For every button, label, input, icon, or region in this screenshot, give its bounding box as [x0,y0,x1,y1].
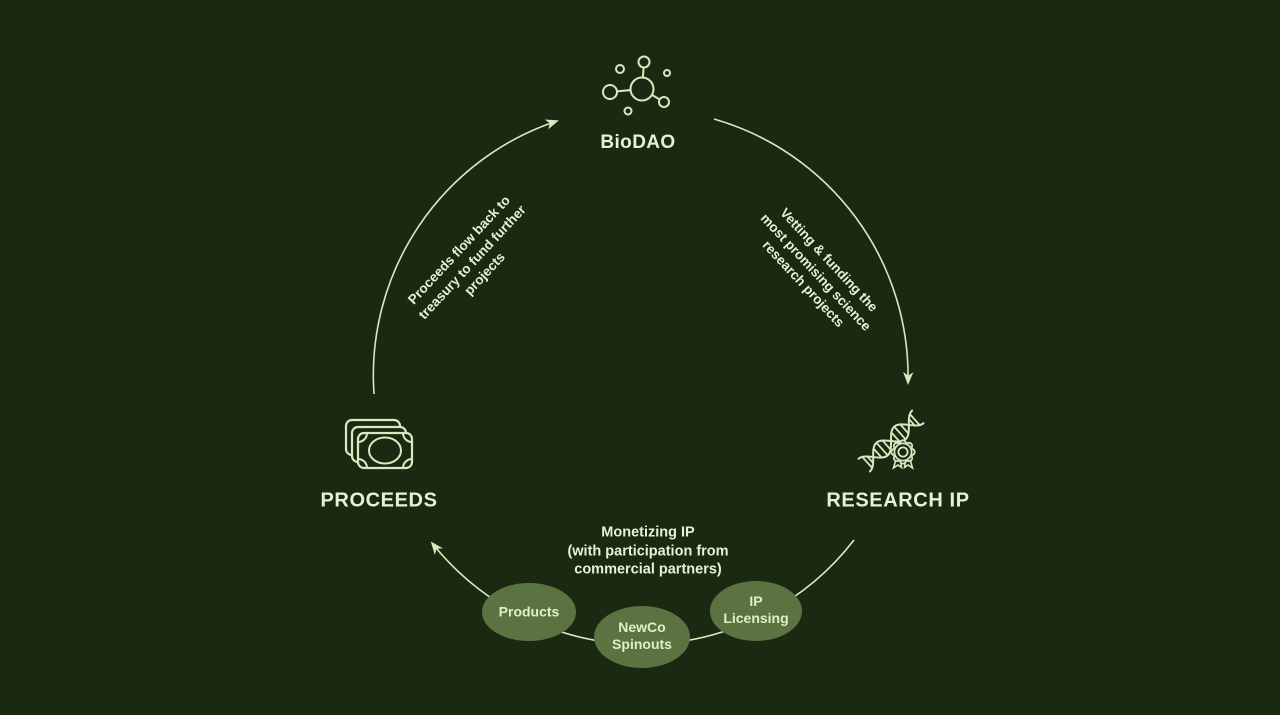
newco-spinouts-bubble-label: NewCo Spinouts [612,619,672,653]
banknotes-icon [344,418,414,470]
annotation-line: commercial partners) [574,561,722,578]
banknote-corner [402,432,413,443]
banknote-oval [368,436,402,465]
arc-proceeds-to-biodao [372,119,559,395]
rosette-ring [893,442,913,462]
banknote-front [356,431,414,470]
products-bubble [482,583,576,641]
award-rosette [890,439,916,470]
molecule-atom [663,69,671,77]
arc-biodao-to-research-ip [713,118,914,385]
annotation-line: Monetizing IP [601,524,695,541]
dna-rungs [861,413,921,469]
research-ip-label: RESEARCH IP [826,489,970,512]
ip-licensing-bubble [710,581,802,641]
bubble-line: Spinouts [612,636,672,652]
newco-spinouts-bubble [594,606,690,668]
banknote-corner [402,458,413,469]
rosette-core [897,446,909,458]
molecule-center-atom [629,76,655,102]
monetizing-ip-annotation: Monetizing IP (with participation from c… [567,523,728,579]
bubble-line: NewCo [618,619,666,635]
annotation-line: (with participation from [567,542,729,559]
products-bubble-label: Products [499,604,560,621]
ip-licensing-bubble-label: IP Licensing [723,593,788,627]
bubble-line: Products [498,603,560,620]
molecule-icon [602,55,671,116]
molecule-atom [637,55,651,69]
molecule-atom [623,106,633,116]
banknote-corner [357,458,368,469]
dna-strand [857,422,925,460]
dna-helix [857,409,925,473]
molecule-atom [602,84,618,100]
dna-award-icon [857,409,925,473]
bubble-line: IP [749,593,763,609]
molecule-atom [658,96,670,108]
proceeds-label: PROCEEDS [320,489,438,512]
banknote-corner [357,432,368,443]
bubble-line: Licensing [723,610,789,626]
biodao-label: BioDAO [600,132,676,153]
molecule-atom [615,64,625,74]
